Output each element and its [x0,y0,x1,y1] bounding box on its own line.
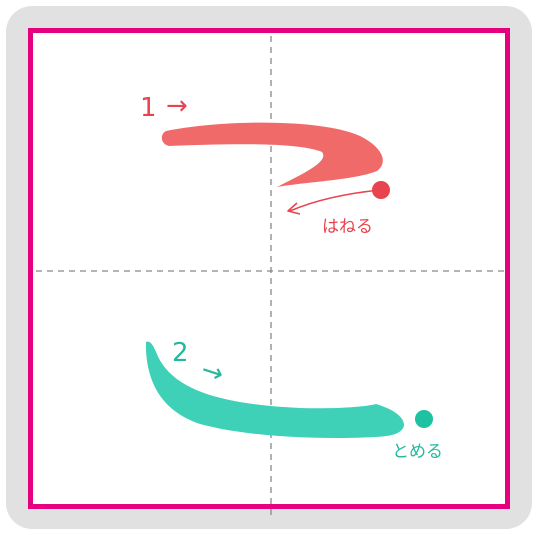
stroke-1-direction-arrow: → [166,91,188,121]
stroke-2-ending-label: とめる [392,442,443,462]
stroke-2-end-dot [415,410,433,428]
stroke-1-end-dot [372,181,390,199]
stroke-2-shape [146,341,405,438]
stroke-1-hook-arrow [289,189,381,212]
stroke-1-number: 1 [140,93,157,123]
stroke-2-number: 2 [172,338,189,368]
stroke-1-ending-label: はねる [322,217,373,237]
stroke-1-shape [161,122,383,187]
stroke-1-hook-arrowhead [287,202,301,215]
